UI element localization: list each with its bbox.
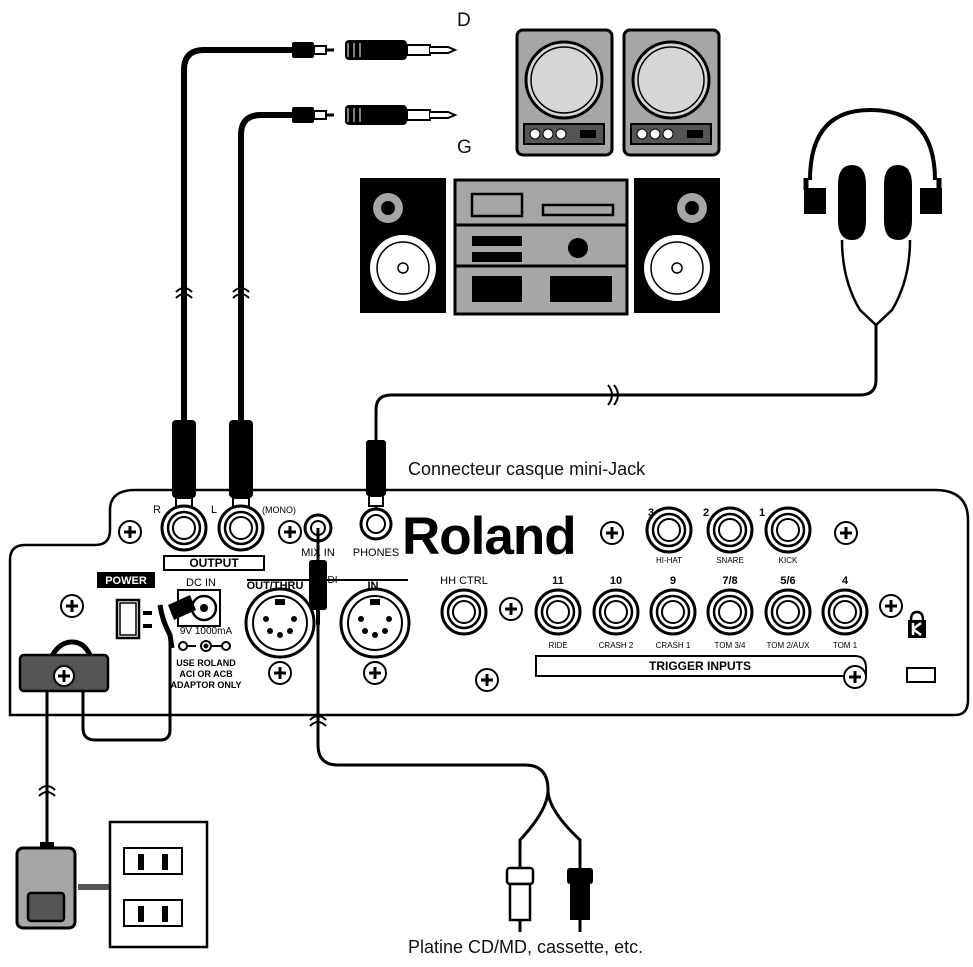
rca-plug-black xyxy=(567,868,593,932)
bottom-jack-num: 4 xyxy=(842,575,849,587)
trigger-jack-tom2aux xyxy=(764,588,812,636)
label-midi: MIDI xyxy=(316,575,337,586)
screw xyxy=(833,520,859,546)
bottom-jack-num: 9 xyxy=(670,575,676,587)
bottom-jack-num: 10 xyxy=(610,575,622,587)
label-out-l: L xyxy=(211,504,217,516)
bottom-jack-name: CRASH 2 xyxy=(599,641,634,650)
dc-plug xyxy=(157,595,196,649)
trigger-jack-tom1 xyxy=(821,588,869,636)
cables xyxy=(45,47,878,872)
top-jack-num: 1 xyxy=(759,507,765,519)
headphones xyxy=(803,107,942,327)
bottom-jack-name: TOM 2/AUX xyxy=(767,641,811,650)
rca-plug-r xyxy=(292,42,334,58)
power-label-box xyxy=(97,572,155,588)
label-trigger-inputs: TRIGGER INPUTS xyxy=(649,659,751,673)
ac-adaptor xyxy=(15,842,77,930)
label-out-r: R xyxy=(153,504,161,516)
trigger-jack-crash2 xyxy=(592,588,640,636)
label-mono: (MONO) xyxy=(262,505,296,515)
top-jack-name: KICK xyxy=(779,556,798,565)
trigger-jack-snare xyxy=(706,506,754,554)
top-jack-num: 2 xyxy=(703,507,709,519)
cd-player-caption: Platine CD/MD, cassette, etc. xyxy=(408,937,644,957)
phone-plug-d-top xyxy=(345,40,458,60)
phone-plug-d-bottom xyxy=(345,105,458,125)
bottom-jack-name: TOM 3/4 xyxy=(715,641,747,650)
screw xyxy=(498,596,524,622)
cable-hook xyxy=(18,639,110,693)
screw xyxy=(267,660,293,686)
label-g: G xyxy=(457,137,472,158)
output-label-box xyxy=(163,555,265,571)
bottom-jack-name: RIDE xyxy=(548,641,567,650)
monitor-speaker-left xyxy=(515,28,614,157)
output-jack-r xyxy=(160,504,208,552)
label-midi-out: OUT/THRU xyxy=(247,580,304,592)
stereo-speaker-right xyxy=(634,178,720,313)
screw xyxy=(362,660,388,686)
output-jack-l xyxy=(217,504,265,552)
hh-ctrl-jack xyxy=(440,588,488,636)
screw xyxy=(59,593,85,619)
screw xyxy=(474,667,500,693)
trigger-jack-ride xyxy=(534,588,582,636)
label-hh-ctrl: HH CTRL xyxy=(440,575,488,587)
top-jack-num: 3 xyxy=(648,507,654,519)
top-jack-name: HI-HAT xyxy=(656,556,682,565)
label-adaptor-2: ACI OR ACB xyxy=(179,669,233,679)
label-output: OUTPUT xyxy=(189,556,239,570)
top-jack-name: SNARE xyxy=(716,556,744,565)
screw xyxy=(842,664,868,690)
midi-out-port xyxy=(244,587,316,659)
bottom-jack-num: 5/6 xyxy=(780,575,795,587)
label-d: D xyxy=(457,10,471,31)
screw xyxy=(117,519,143,545)
label-power: POWER xyxy=(105,575,147,587)
cable-break-marks xyxy=(38,287,619,797)
stereo-receiver xyxy=(453,178,629,316)
mix-in-plug xyxy=(309,528,327,625)
headphone-connector-caption: Connecteur casque mini-Jack xyxy=(408,459,646,479)
rca-plug-l xyxy=(292,107,334,123)
monitor-speaker-right xyxy=(622,28,721,157)
bottom-jack-name: CRASH 1 xyxy=(656,641,691,650)
bottom-jack-num: 7/8 xyxy=(722,575,737,587)
screw xyxy=(277,519,303,545)
label-adaptor-1: USE ROLAND xyxy=(176,658,236,668)
bottom-jack-name: TOM 1 xyxy=(833,641,858,650)
screw xyxy=(599,520,625,546)
label-dc-in: DC IN xyxy=(186,577,216,589)
trigger-jack-crash1 xyxy=(649,588,697,636)
bottom-jack-num: 11 xyxy=(552,575,564,587)
security-lock-icon xyxy=(908,610,926,638)
polarity-symbol xyxy=(178,640,231,652)
screw xyxy=(878,593,904,619)
label-midi-in: IN xyxy=(368,580,379,592)
brand-logo: Roland xyxy=(402,507,576,566)
label-adaptor-3: ADAPTOR ONLY xyxy=(170,680,241,690)
label-rating: 9V 1000mA xyxy=(180,626,233,637)
trigger-jack-kick xyxy=(764,506,812,554)
trigger-jack-tom34 xyxy=(706,588,754,636)
wall-outlet xyxy=(108,820,209,949)
panel-text: R L (MONO) OUTPUT MIX IN PHONES Roland P… xyxy=(105,504,857,690)
slot xyxy=(906,667,936,683)
label-phones: PHONES xyxy=(353,547,399,559)
stereo-speaker-left xyxy=(360,178,446,313)
label-mix-in: MIX IN xyxy=(301,547,335,559)
rca-plug-white xyxy=(505,866,535,932)
midi-in-port xyxy=(339,587,411,659)
